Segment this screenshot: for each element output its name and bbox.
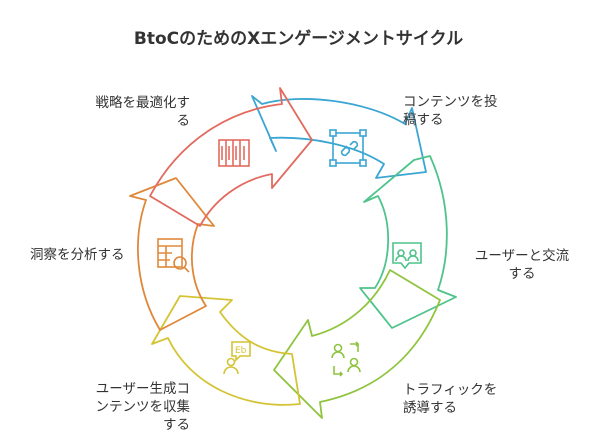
step-label-collect-ugc: ユーザー生成コ ンテンツを収集 する	[95, 381, 191, 433]
step-label-drive-traffic: トラフィックを 誘導する	[403, 382, 498, 416]
segment-collect-ugc: Eb	[151, 295, 301, 406]
step-label-optimize-strategy: 戦略を最適化す る	[95, 95, 191, 129]
diagram-title: BtoCのためのXエンゲージメントサイクル	[133, 29, 464, 49]
segment-interact-users	[359, 155, 457, 329]
segment-drive-traffic	[273, 269, 441, 419]
chat-users-icon	[392, 242, 422, 270]
step-label-analyze-insights: 洞察を分析する	[30, 247, 125, 263]
user-content-icon: Eb	[223, 341, 251, 375]
step-label-interact-users: ユーザーと交流 する	[474, 248, 570, 282]
segment-post-content	[251, 95, 427, 179]
segment-analyze-insights	[129, 177, 215, 331]
user-flow-icon	[331, 341, 361, 377]
table-search-icon	[157, 238, 190, 273]
content-link-icon	[329, 129, 367, 167]
step-label-post-content: コンテンツを投 稿する	[403, 94, 498, 128]
strategy-book-icon	[218, 139, 250, 167]
segment-optimize-strategy	[149, 87, 313, 227]
svg-text:Eb: Eb	[235, 346, 247, 356]
